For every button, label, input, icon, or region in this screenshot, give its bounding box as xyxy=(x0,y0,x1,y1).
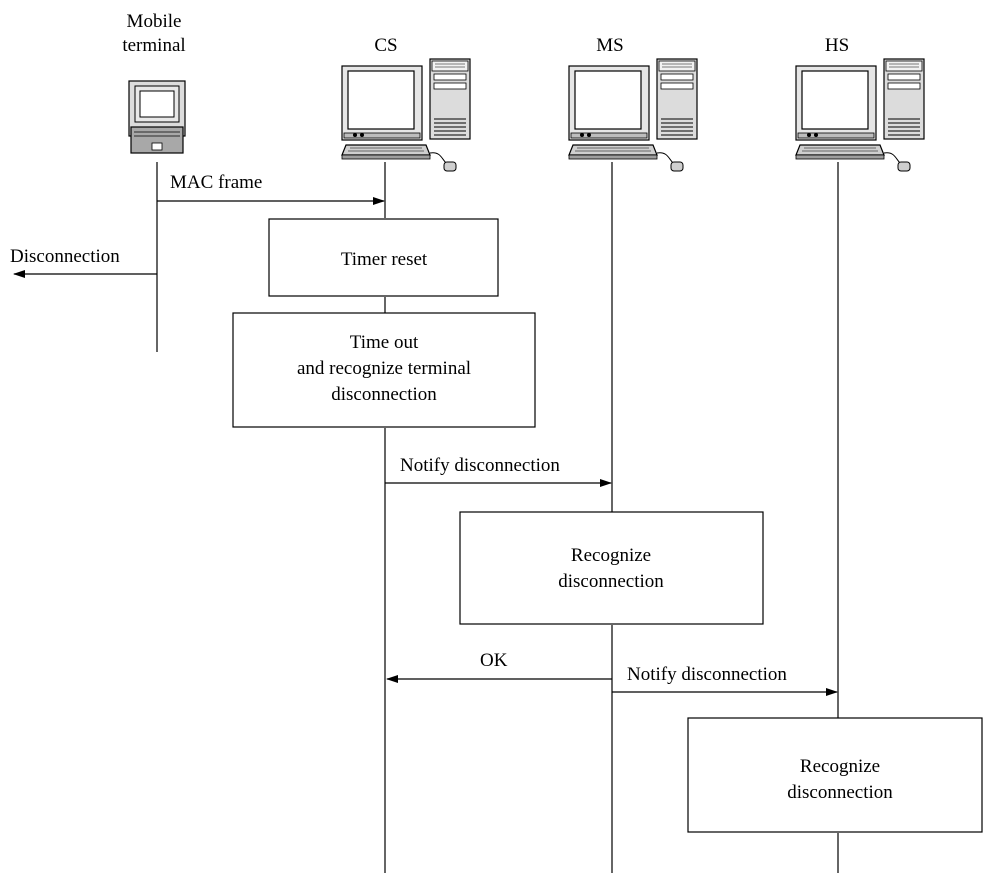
laptop-icon xyxy=(128,80,186,154)
ok-label: OK xyxy=(480,650,508,671)
notify-disconnection-ms-hs-label: Notify disconnection xyxy=(627,664,787,685)
mobile-terminal-label-line1: Mobile xyxy=(127,11,182,32)
disconnection-message: Disconnection xyxy=(10,246,157,278)
lifelines xyxy=(156,162,839,873)
notify-disconnection-cs-ms-label: Notify disconnection xyxy=(400,455,560,476)
hs-desktop-computer-icon xyxy=(795,58,925,172)
disconnection-label: Disconnection xyxy=(10,246,120,267)
mac-frame-message: MAC frame xyxy=(157,172,385,205)
ms-recognize-disconnection-box: Recognize disconnection xyxy=(459,511,764,625)
hs-recognize-disconnection-box: Recognize disconnection xyxy=(687,717,983,833)
svg-text:disconnection: disconnection xyxy=(787,782,893,803)
ms-label: MS xyxy=(596,35,623,56)
hs-label: HS xyxy=(825,35,849,56)
svg-text:Time out: Time out xyxy=(350,332,419,353)
svg-text:Timer reset: Timer reset xyxy=(341,249,428,270)
svg-text:Recognize: Recognize xyxy=(571,545,651,566)
ok-message: OK xyxy=(386,650,612,683)
cs-desktop-computer-icon xyxy=(341,58,471,172)
svg-text:disconnection: disconnection xyxy=(331,384,437,405)
svg-text:disconnection: disconnection xyxy=(558,571,664,592)
timer-reset-box: Timer reset xyxy=(268,218,499,297)
svg-text:Recognize: Recognize xyxy=(800,756,880,777)
cs-label: CS xyxy=(374,35,397,56)
svg-text:and recognize terminal: and recognize terminal xyxy=(297,358,471,379)
mac-frame-label: MAC frame xyxy=(170,172,262,193)
notify-disconnection-ms-hs-message: Notify disconnection xyxy=(612,664,838,696)
notify-disconnection-cs-ms-message: Notify disconnection xyxy=(385,455,612,487)
timeout-recognize-box: Time out and recognize terminal disconne… xyxy=(232,312,536,428)
ms-desktop-computer-icon xyxy=(568,58,698,172)
mobile-terminal-label-line2: terminal xyxy=(122,35,185,56)
